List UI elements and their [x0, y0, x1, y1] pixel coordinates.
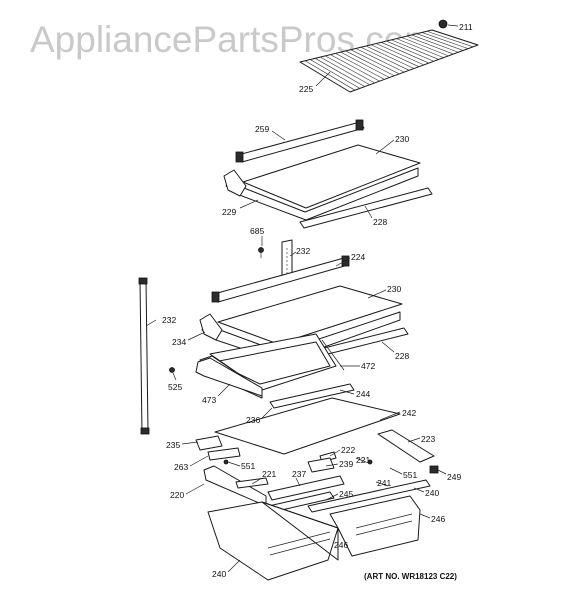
callout-label: 234: [172, 337, 186, 347]
wire-shelf: [299, 19, 479, 93]
callout-label: 228: [373, 217, 387, 227]
right-crisper-rail: [377, 429, 435, 463]
callout-label: 263: [174, 462, 188, 472]
callout-label: 232: [162, 315, 176, 325]
callout-label: 221: [262, 469, 276, 479]
callout-label: 246: [334, 540, 348, 550]
callout-label: 473: [202, 395, 216, 405]
callout-label: 232: [296, 246, 310, 256]
clip-part: [438, 19, 448, 29]
callout-label: 242: [402, 408, 416, 418]
callout-label: 224: [351, 252, 365, 262]
callout-label: 525: [168, 382, 182, 392]
callout-label: 228: [395, 351, 409, 361]
callout-label: 220: [170, 490, 184, 500]
callout-label: 472: [361, 361, 375, 371]
callout-label: 211: [459, 22, 473, 32]
callout-label: 225: [299, 84, 313, 94]
drawer-rail-left: [235, 477, 269, 489]
callout-label: 551: [241, 461, 255, 471]
crisper-drawer-right: [329, 495, 421, 557]
callout-label: 221: [356, 455, 370, 465]
leader-lines: [145, 24, 459, 573]
callout-label: 235: [166, 440, 180, 450]
callout-label: 249: [447, 472, 461, 482]
callout-label: 241: [377, 478, 391, 488]
callout-label: 246: [431, 514, 445, 524]
screw-part: [223, 459, 229, 465]
callout-label: 244: [356, 389, 370, 399]
callout-label: 222: [341, 445, 355, 455]
mid-shelf-trim: [211, 255, 350, 303]
screw-part: [367, 459, 373, 465]
center-rail: [267, 475, 345, 501]
callout-label: 236: [246, 415, 260, 425]
clip-part: [429, 465, 439, 474]
callout-label: 245: [339, 489, 353, 499]
callout-label: 685: [250, 226, 264, 236]
left-drawer-slide: [203, 465, 267, 507]
rail-bar: [269, 383, 355, 409]
callout-label: 259: [255, 124, 269, 134]
shelf-front-trim: [235, 119, 365, 163]
callout-label: 237: [292, 469, 306, 479]
left-crisper-supports: [195, 435, 241, 461]
drawer-bar-right: [307, 479, 431, 513]
crisper-drawer-left: [207, 501, 339, 581]
crisper-glass-cover: [214, 397, 401, 455]
callout-labels: 211 225 259 230 229 228 685 232 224 230 …: [162, 22, 473, 579]
slide-rail-left: [195, 357, 263, 397]
screw-part: [169, 367, 175, 373]
callout-label: 230: [395, 134, 409, 144]
callout-label: 229: [222, 207, 236, 217]
art-number: (ART NO. WR18123 C22): [364, 572, 457, 581]
callout-label: 239: [339, 459, 353, 469]
center-divider: [307, 457, 335, 473]
callout-label: 240: [212, 569, 226, 579]
callout-label: 230: [387, 284, 401, 294]
callout-label: 223: [421, 434, 435, 444]
side-rail-long: [138, 277, 150, 435]
callout-label: 240: [425, 488, 439, 498]
callout-label: 551: [403, 470, 417, 480]
